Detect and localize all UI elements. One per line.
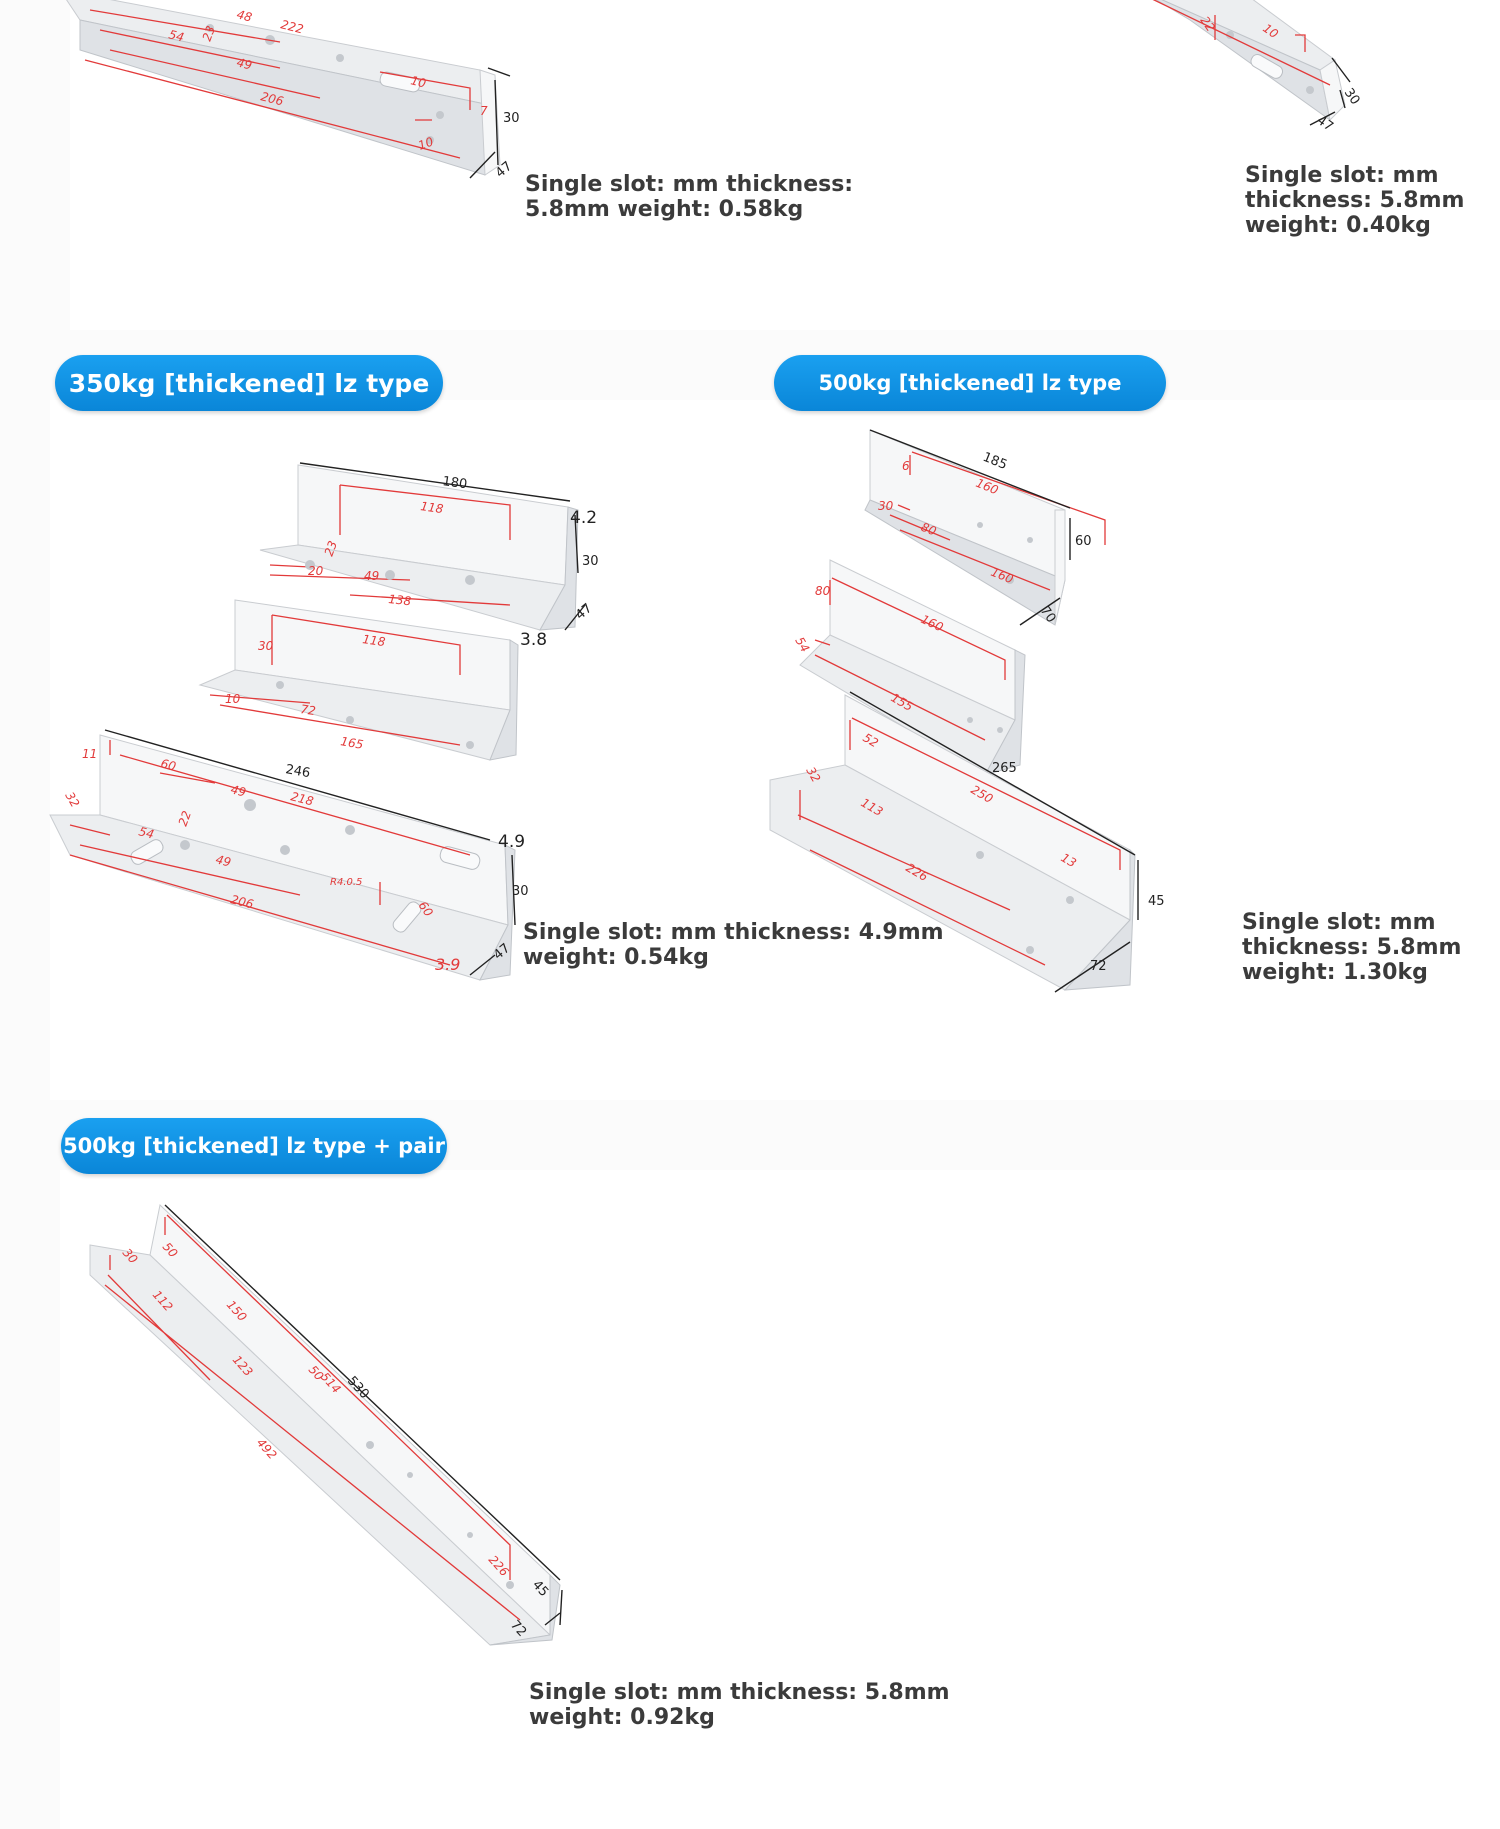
spec-line: thickness: 5.8mm — [1245, 188, 1465, 213]
dim-label: 3.9 — [435, 955, 460, 974]
dim-label: 185 — [981, 450, 1010, 473]
dim-label: 10 — [409, 73, 428, 90]
spec-line: weight: 0.40kg — [1245, 213, 1431, 238]
dim-label: 265 — [992, 761, 1017, 776]
dim-label: 49 — [229, 782, 247, 799]
dim-label: 80 — [919, 520, 939, 539]
dim-label: 6 — [902, 459, 910, 473]
dim-label: 206 — [229, 892, 255, 911]
dim-label: 72 — [1090, 959, 1107, 974]
dim-label: 7 — [480, 104, 488, 118]
dim-label: 54 — [792, 635, 812, 655]
spec-text-500kg-pair: Single slot: mm thickness: 5.8mm weight:… — [529, 1680, 950, 1730]
spec-line: 5.8mm weight: 0.58kg — [525, 197, 804, 222]
bracket-drawing-top-left: 230 222 48 23 54 49 206 10 10 7 30 47 — [66, 0, 520, 181]
bracket-drawing-500kg-pair: 530 50 30 112 150 123 50 514 492 226 45 … — [89, 1204, 563, 1646]
dim-label: 54 — [167, 27, 185, 44]
dim-label: 32 — [62, 790, 82, 810]
bracket-drawing-top-right: 22 10 30 47 — [1152, 0, 1363, 135]
bracket-drawing-500kg: 185 160 6 30 80 160 60 70 80 160 54 155 … — [769, 429, 1165, 993]
dim-label: 30 — [582, 554, 599, 569]
dim-label: 30 — [258, 639, 274, 653]
spec-text-top-left: Single slot: mm thickness: 5.8mm weight:… — [525, 172, 853, 222]
dim-label: 80 — [815, 584, 831, 598]
dim-label: 22 — [176, 809, 194, 828]
dim-label: 54 — [137, 824, 155, 841]
dim-label: R4.0.5 — [330, 877, 362, 888]
dim-label: 206 — [259, 89, 285, 108]
dim-label: 180 — [441, 474, 468, 492]
dim-label: 49 — [214, 852, 232, 869]
dim-label: 30 — [503, 111, 520, 126]
spec-line: weight: 0.54kg — [523, 945, 709, 970]
spec-text-top-right: Single slot: mm thickness: 5.8mm weight:… — [1245, 163, 1464, 238]
spec-line: thickness: 5.8mm — [1242, 935, 1462, 960]
dim-label: 60 — [1075, 534, 1092, 549]
dim-label: 246 — [284, 762, 311, 781]
dim-label: 222 — [279, 17, 305, 36]
dim-label: 118 — [420, 499, 445, 516]
dim-label: 30 — [512, 884, 529, 899]
spec-text-350kg: Single slot: mm thickness: 4.9mm weight:… — [523, 920, 944, 970]
dim-label: 20 — [308, 564, 324, 578]
spec-line: Single slot: mm — [1245, 163, 1439, 188]
content-panel-middle — [50, 400, 1500, 1100]
dim-label: 23 — [200, 24, 218, 43]
section-title-500kg: 500kg [thickened] lz type — [774, 355, 1166, 411]
dim-label: 118 — [362, 632, 387, 649]
dim-label: 30 — [878, 499, 894, 513]
dim-label: 32 — [803, 765, 823, 785]
dim-label: 49 — [235, 55, 253, 72]
spec-text-500kg: Single slot: mm thickness: 5.8mm weight:… — [1242, 910, 1461, 985]
dim-label: 72 — [300, 702, 317, 718]
dim-label: 3.8 — [520, 630, 547, 650]
dim-label: 47 — [573, 601, 595, 623]
dim-label: 13 — [1059, 850, 1079, 870]
dim-label: 10 — [416, 134, 435, 153]
dim-label: 11 — [82, 747, 97, 761]
dim-label: 52 — [861, 730, 881, 750]
dim-label: 48 — [235, 7, 254, 24]
spec-line: weight: 1.30kg — [1242, 960, 1428, 985]
dim-label: 60 — [159, 756, 178, 773]
spec-line: weight: 0.92kg — [529, 1705, 715, 1730]
spec-line: Single slot: mm thickness: 4.9mm — [523, 920, 944, 945]
spec-line: Single slot: mm thickness: — [525, 172, 854, 197]
spec-line: Single slot: mm thickness: 5.8mm — [529, 1680, 950, 1705]
dim-label: 45 — [1148, 894, 1165, 909]
spec-line: Single slot: mm — [1242, 910, 1436, 935]
dim-label: 10 — [225, 692, 241, 706]
dim-label: 23 — [322, 539, 340, 558]
dim-label: 218 — [289, 789, 315, 808]
dim-label: 165 — [339, 734, 364, 752]
section-title-500kg-pair: 500kg [thickened] lz type + pair — [61, 1118, 447, 1174]
dim-label: 4.9 — [498, 832, 525, 852]
dim-label: 49 — [364, 569, 379, 583]
dim-label: 138 — [388, 592, 413, 608]
dim-label: 4.2 — [570, 508, 597, 528]
bracket-drawing-350kg: 180 118 4.2 30 47 23 20 49 138 3.8 118 3… — [49, 462, 599, 981]
section-title-350kg: 350kg [thickened] lz type — [55, 355, 443, 411]
content-panel-bottom — [60, 1170, 1500, 1829]
